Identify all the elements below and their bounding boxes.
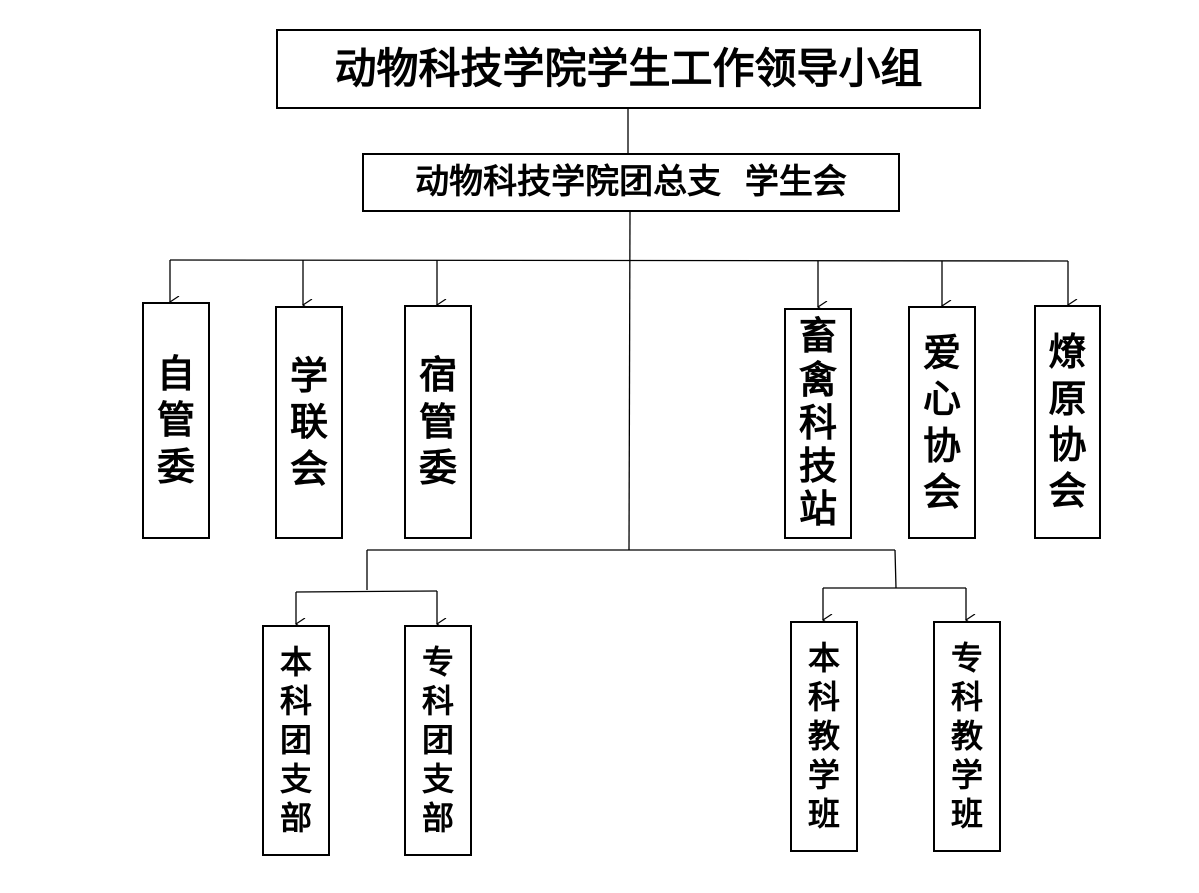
node-xlh: 学联会 — [275, 306, 343, 539]
node-axxh: 爱心协会 — [908, 306, 976, 539]
node-xqkjz-label: 畜禽科技站 — [798, 314, 837, 532]
node-league-branch-student-union: 动物科技学院团总支 学生会 — [362, 153, 900, 212]
node-xqkjz: 畜禽科技站 — [784, 308, 852, 539]
node-bktzb: 本科团支部 — [262, 625, 330, 856]
node-zktzb: 专科团支部 — [404, 625, 472, 856]
node-top-leadership-group: 动物科技学院学生工作领导小组 — [276, 29, 981, 109]
node-xlh-label: 学联会 — [289, 353, 328, 491]
node-top-label: 动物科技学院学生工作领导小组 — [334, 43, 923, 93]
node-bktzb-label: 本科团支部 — [279, 642, 312, 838]
node-zgw: 自管委 — [142, 302, 210, 539]
node-lyxh-label: 燎原协会 — [1048, 330, 1087, 514]
node-bkjxb: 本科教学班 — [790, 621, 858, 852]
node-zgw-label: 自管委 — [156, 351, 195, 489]
node-zktzb-label: 专科团支部 — [421, 642, 454, 838]
node-zkjxb: 专科教学班 — [933, 621, 1001, 852]
node-lyxh: 燎原协会 — [1034, 305, 1101, 539]
node-sgw: 宿管委 — [404, 305, 472, 539]
node-bkjxb-label: 本科教学班 — [807, 638, 840, 834]
node-second-label: 动物科技学院团总支 学生会 — [415, 161, 847, 202]
node-sgw-label: 宿管委 — [418, 353, 457, 491]
node-axxh-label: 爱心协会 — [922, 330, 961, 514]
node-zkjxb-label: 专科教学班 — [950, 638, 983, 834]
